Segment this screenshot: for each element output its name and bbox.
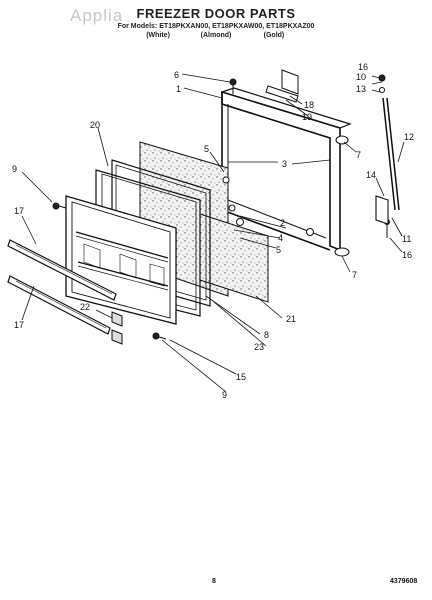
callout-10: 10 — [356, 72, 366, 82]
callout-12: 12 — [404, 132, 414, 142]
callout-16-top: 16 — [358, 62, 368, 72]
callout-20: 20 — [90, 120, 100, 130]
color-white: (White) — [146, 32, 170, 39]
page-number: 8 — [212, 578, 216, 585]
callout-13: 13 — [356, 84, 366, 94]
hinge-rod — [382, 97, 400, 211]
callout-15: 15 — [236, 372, 246, 382]
callout-5-bottom: 5 — [276, 245, 281, 255]
callout-5-top: 5 — [204, 144, 209, 154]
callout-11: 11 — [402, 234, 411, 244]
door-stop — [334, 135, 350, 257]
leader-lines — [21, 73, 405, 393]
color-almond: (Almond) — [200, 32, 232, 39]
callout-23: 23 — [254, 342, 264, 352]
watermark: Applia — [70, 6, 124, 25]
callout-4: 4 — [278, 233, 283, 243]
callout-22: 22 — [80, 302, 90, 312]
callout-9-bottom: 9 — [222, 390, 227, 400]
color-gold: (Gold) — [263, 32, 285, 39]
callout-7-top: 7 — [356, 150, 361, 160]
page-title: FREEZER DOOR PARTS — [136, 6, 296, 21]
callout-1: 1 — [176, 84, 181, 94]
title-block: FREEZER DOOR PARTS For Models: ET18PKXAN… — [0, 6, 432, 39]
callout-18: 18 — [304, 100, 314, 110]
shelf-end-cap — [111, 311, 123, 345]
hinge-bracket — [375, 195, 389, 225]
door-liner — [65, 195, 177, 325]
callout-8: 8 — [264, 330, 269, 340]
callout-14: 14 — [366, 170, 376, 180]
callout-7-bottom: 7 — [352, 270, 357, 280]
models-line: For Models: ET18PKXAN00, ET18PKXAW00, ET… — [117, 23, 315, 30]
document-number: 4379608 — [390, 578, 418, 585]
callout-2: 2 — [280, 218, 285, 228]
color-labels: (White) (Almond) (Gold) — [0, 32, 432, 39]
callout-19: 19 — [302, 112, 312, 122]
callout-16-bottom: 16 — [402, 250, 412, 260]
callout-6: 6 — [174, 70, 179, 80]
shelf-bar-lower — [7, 275, 111, 335]
shelf-bar-upper — [7, 239, 117, 301]
callout-17-top: 17 — [14, 206, 24, 216]
callout-numbers: 1 6 2 3 4 5 5 7 7 8 9 9 10 11 12 13 14 1… — [12, 62, 414, 400]
callout-21: 21 — [286, 314, 296, 324]
callout-3: 3 — [282, 159, 287, 169]
callout-17-bottom: 17 — [14, 320, 24, 330]
callout-9-top: 9 — [12, 164, 17, 174]
shim-pieces — [265, 69, 299, 103]
